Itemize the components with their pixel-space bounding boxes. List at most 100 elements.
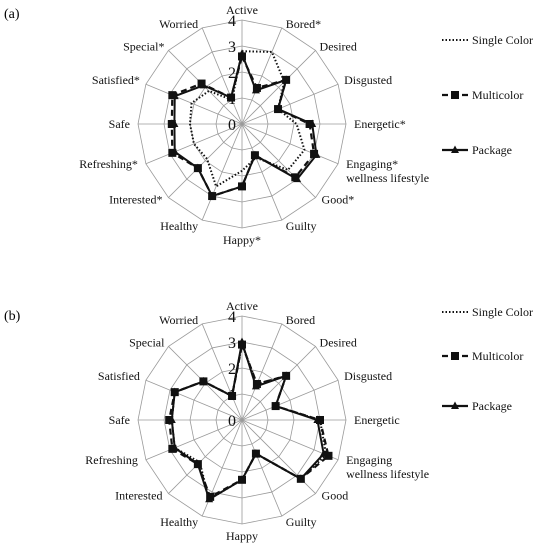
axis-label-line: Guilty [286,515,317,529]
grid-spoke [241,123,283,221]
data-point-triangle-marker [170,387,179,396]
axis-label: Refreshing [85,453,138,467]
radar-panel-0: (a)01234ActiveBored*DesiredDisgustedEner… [4,3,533,247]
data-point-triangle-marker [170,119,179,127]
legend-label: Single Color [472,33,533,47]
data-point-triangle-marker [251,85,260,94]
axis-label: Energetic* [354,117,406,131]
panel-label: (b) [4,309,21,324]
data-point-square-marker [324,451,333,460]
axis-label-line: Special [129,335,165,349]
axis-label-line: Happy* [223,233,261,247]
axis-label: Happy [226,529,258,543]
axis-label-line: Desired [320,39,357,53]
axis-label: Engaging*wellness lifestyle [346,157,429,185]
data-point-square-marker [316,416,324,424]
tick-label: 2 [228,361,236,378]
axis-label: Bored* [286,17,321,31]
axis-label-line: wellness lifestyle [346,467,429,481]
axis-label-line: Engaging* [346,157,398,171]
data-point-triangle-marker [319,449,328,457]
axis-label: Desired [320,335,357,349]
grid-spoke [241,379,339,421]
data-point-triangle-marker [205,494,214,503]
legend-item: Package [442,399,512,413]
data-point-triangle-marker [167,415,176,423]
axis-label: Interested* [109,193,162,207]
axis-label-line: Disgusted [344,369,392,383]
grid-spoke [145,419,243,461]
grid-spoke [168,419,243,494]
axis-label: Interested [115,489,162,503]
grid-spoke [241,123,316,198]
grid-spoke [201,27,243,125]
data-point-triangle-marker [208,191,217,200]
grid-spoke [241,323,283,421]
axis-label: Good* [322,193,355,207]
axis-label-line: Engaging [346,453,392,467]
axis-label: Special* [123,39,164,53]
axis-label: Healthy [160,219,198,233]
data-point-triangle-marker [313,415,322,423]
axis-label-line: Bored [286,313,315,327]
grid-spoke [145,379,243,421]
data-point-triangle-marker [282,371,291,379]
legend-label: Single Color [472,305,533,319]
data-point-triangle-marker [274,104,283,113]
data-point-triangle-marker [293,174,302,183]
legend-label: Multicolor [472,88,523,102]
axis-label: Refreshing* [79,157,138,171]
data-point-triangle-marker [251,381,260,390]
data-point-triangle-marker [308,119,317,127]
tick-label: 4 [228,13,236,30]
axis-label: Satisfied [98,369,140,383]
axis-label: Disgusted [344,369,392,383]
axis-label-line: Refreshing [85,453,138,467]
legend-marker-square-marker [451,91,459,99]
series-package [167,337,328,503]
axis-label: Energetic [354,413,400,427]
axis-label-line: Interested [115,489,162,503]
legend-item: Single Color [442,33,533,47]
tick-label: 0 [228,117,236,134]
grid-spoke [241,50,316,125]
data-point-triangle-marker [170,91,179,100]
axis-label-line: Healthy [160,219,198,233]
data-point-triangle-marker [193,163,202,172]
data-point-triangle-marker [251,449,260,457]
axis-label-line: Satisfied* [92,73,140,87]
data-point-triangle-marker [238,337,246,345]
legend-label: Multicolor [472,349,523,363]
tick-label: 2 [228,65,236,82]
data-point-triangle-marker [228,391,237,399]
data-point-square-marker [310,149,319,158]
data-point-triangle-marker [238,181,246,190]
data-point-triangle-marker [170,147,179,155]
tick-label: 4 [228,309,236,326]
series-package [170,49,321,200]
radar-panel-1: (b)01234ActiveBoredDesiredDisgustedEnerg… [4,299,533,543]
data-point-square-marker [197,79,206,88]
grid-spoke [145,83,243,125]
grid-spoke [168,123,243,198]
axis-label-line: Disgusted [344,73,392,87]
axis-label: Worried [159,17,198,31]
axis-label-line: Good [322,489,349,503]
data-point-triangle-marker [282,75,291,83]
axis-label-line: Satisfied [98,369,140,383]
data-point-triangle-marker [271,401,280,410]
data-point-square-marker [165,416,174,424]
data-point-triangle-marker [312,150,321,158]
data-point-triangle-marker [199,376,208,385]
legend-label: Package [472,399,512,413]
grid-spoke [145,123,243,165]
axis-label-line: Active [226,299,258,313]
axis-label: Disgusted [344,73,392,87]
axis-label: Bored [286,313,315,327]
data-point-square-marker [305,120,314,128]
legend-marker-square-marker [451,352,459,360]
data-point-square-marker [168,91,177,100]
axis-label-line: Healthy [160,515,198,529]
grid-spoke [241,123,339,165]
